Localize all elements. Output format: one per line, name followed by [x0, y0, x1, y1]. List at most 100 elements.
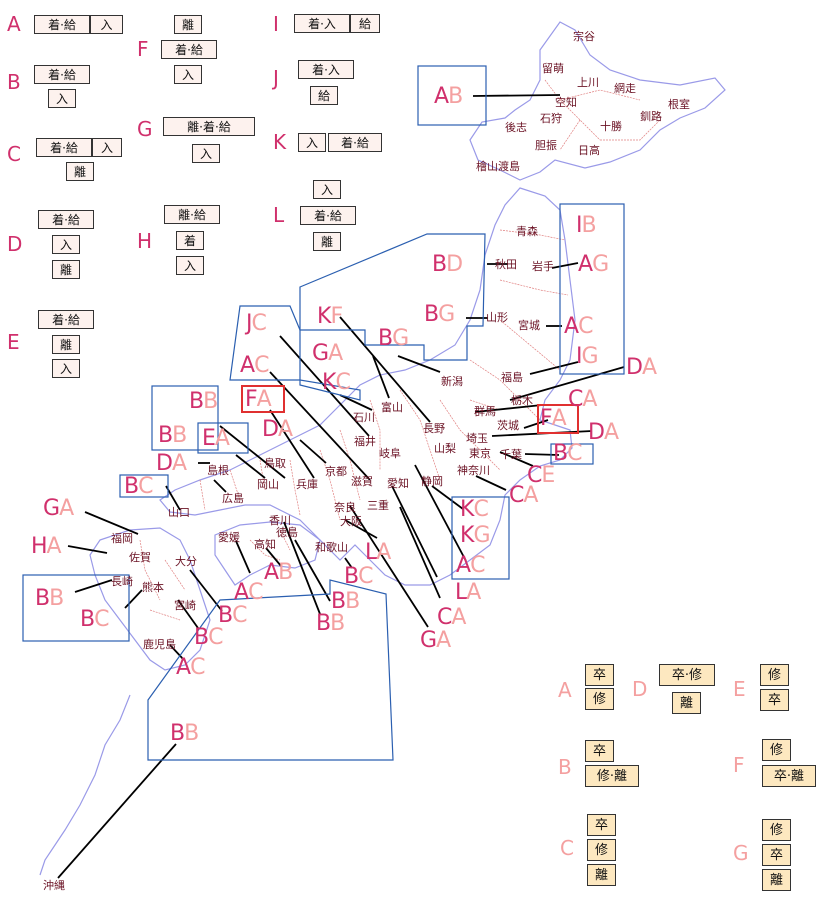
- pref-label-okinawa: 沖縄: [43, 879, 65, 892]
- code-yamaguchi: BC: [124, 474, 153, 499]
- frame-hokkaido: [417, 65, 487, 126]
- pref-label-kushiro: 釧路: [640, 110, 662, 123]
- legend-letter-k: K: [273, 130, 287, 154]
- pref-label-saitama: 埼玉: [466, 432, 488, 445]
- legend-right-letter-c: C: [560, 836, 574, 860]
- pref-label-hiroshima: 広島: [222, 492, 244, 505]
- legend-h-box-1: 離·給: [164, 205, 220, 224]
- pref-label-nara: 奈良: [334, 501, 356, 514]
- legend-k-box-2: 着·給: [328, 133, 382, 152]
- pref-label-tokyo: 東京: [469, 447, 491, 460]
- legend-g-box-1: 離·着·給: [163, 117, 255, 136]
- frame-shizuoka: [451, 496, 510, 580]
- pref-label-miyazaki: 宮崎: [174, 599, 196, 612]
- code-shiga: AC: [240, 353, 269, 378]
- frame-tottori: [151, 385, 219, 451]
- pref-label-mie: 三重: [367, 499, 389, 512]
- legend-right-e-box-1: 修: [760, 664, 789, 686]
- pref-label-saga: 佐賀: [129, 551, 151, 564]
- code-wakayama: BC: [344, 564, 373, 589]
- legend-l-box-2: 着·給: [300, 206, 356, 225]
- code-kanagawa: CA: [509, 483, 538, 508]
- code-okayama: EA: [202, 426, 230, 451]
- pref-label-rumoi: 留萌: [542, 62, 564, 75]
- code-yamagata: BG: [424, 302, 455, 327]
- legend-right-d-box-1: 卒·修: [659, 664, 715, 686]
- code-ishikawa: KC: [322, 370, 351, 395]
- code-gifu: AC: [456, 553, 485, 578]
- legend-h-box-2: 着: [176, 231, 204, 250]
- code-miyagi: AC: [564, 314, 593, 339]
- code-aomori: IB: [576, 213, 597, 238]
- legend-letter-e: E: [7, 330, 20, 354]
- legend-right-c-box-3: 離: [587, 864, 616, 886]
- legend-right-letter-g: G: [733, 841, 749, 865]
- frame-okinawa-sea: [147, 579, 394, 761]
- legend-i-box-1: 着·入: [294, 14, 350, 33]
- frame-yamaguchi: [119, 474, 169, 498]
- code-fukui: JC: [246, 311, 267, 336]
- pref-label-yamanashi: 山梨: [434, 442, 456, 455]
- code-kyoto: DA: [262, 417, 293, 442]
- prefecture-borders: [139, 79, 661, 621]
- pref-label-ibaraki: 茨城: [497, 419, 519, 432]
- pref-label-tottori: 鳥取: [264, 457, 286, 470]
- code-toyama: GA: [312, 341, 343, 366]
- code-kagawa: BB: [331, 589, 360, 614]
- pref-label-toyama: 富山: [381, 401, 403, 414]
- pref-label-tokushima: 徳島: [276, 526, 298, 539]
- pref-label-fukui: 福井: [354, 435, 376, 448]
- pref-label-niigata: 新潟: [441, 375, 463, 388]
- pref-label-shizuoka: 静岡: [421, 475, 443, 488]
- pref-label-yamaguchi: 山口: [168, 506, 190, 519]
- pref-label-kanagawa: 神奈川: [457, 464, 490, 477]
- pref-label-akita: 秋田: [495, 258, 517, 271]
- code-nagasaki: BB: [35, 586, 64, 611]
- region-frames: [22, 65, 625, 761]
- legend-d-box-1: 着·給: [38, 210, 94, 229]
- legend-letter-c: C: [7, 142, 21, 166]
- legend-l-box-3: 離: [313, 232, 341, 251]
- highlight-frames: [241, 385, 579, 434]
- legend-right-letter-f: F: [733, 753, 745, 777]
- pref-label-tochigi: 栃木: [511, 394, 533, 407]
- legend-b-box-1: 着·給: [34, 65, 90, 84]
- legend-c-box-1: 着·給: [36, 138, 92, 157]
- code-miyazaki: BC: [194, 625, 223, 650]
- code-hiroshima: DA: [156, 451, 187, 476]
- code-oita: BC: [218, 603, 247, 628]
- code-chiba: DA: [588, 420, 619, 445]
- code-saitama: BC: [553, 441, 582, 466]
- pref-label-nagasaki: 長崎: [111, 575, 133, 588]
- pref-label-wakayama: 和歌山: [315, 541, 348, 554]
- pref-label-kumamoto: 熊本: [142, 581, 164, 594]
- code-hyogo: FA: [245, 387, 272, 412]
- legend-right-e-box-2: 卒: [760, 689, 789, 711]
- highlight-gunma: [537, 404, 579, 434]
- legend-right-g-box-1: 修: [762, 819, 791, 841]
- frame-tokyo: [550, 443, 594, 465]
- code-gunma: FA: [540, 406, 567, 431]
- legend-letter-g: G: [137, 117, 153, 141]
- legend-right-g-box-2: 卒: [762, 844, 791, 866]
- pref-label-okayama: 岡山: [257, 478, 279, 491]
- pref-label-miyagi: 宮城: [518, 319, 540, 332]
- legend-j-box-2: 給: [310, 86, 338, 105]
- legend-c-box-2: 入: [92, 138, 122, 157]
- legend-j-box-1: 着·入: [298, 60, 354, 79]
- legend-letter-b: B: [7, 70, 21, 94]
- legend-e-box-1: 着·給: [38, 310, 94, 329]
- legend-right-a-box-1: 卒: [585, 664, 614, 686]
- code-kochi: AB: [264, 560, 293, 585]
- legend-f-box-3: 入: [174, 65, 202, 84]
- shikoku-coast: [214, 521, 321, 586]
- pref-label-aomori: 青森: [516, 225, 538, 238]
- pref-label-osaka: 大阪: [340, 515, 362, 528]
- code-tokyo: CE: [527, 463, 555, 488]
- legend-b-box-2: 入: [48, 89, 76, 108]
- leader-hokkaido: [472, 94, 561, 97]
- legend-right-a-box-2: 修: [585, 688, 614, 710]
- legend-right-letter-e: E: [733, 677, 746, 701]
- code-shimane: BB: [158, 423, 187, 448]
- code-ibaraki: CA: [568, 387, 597, 412]
